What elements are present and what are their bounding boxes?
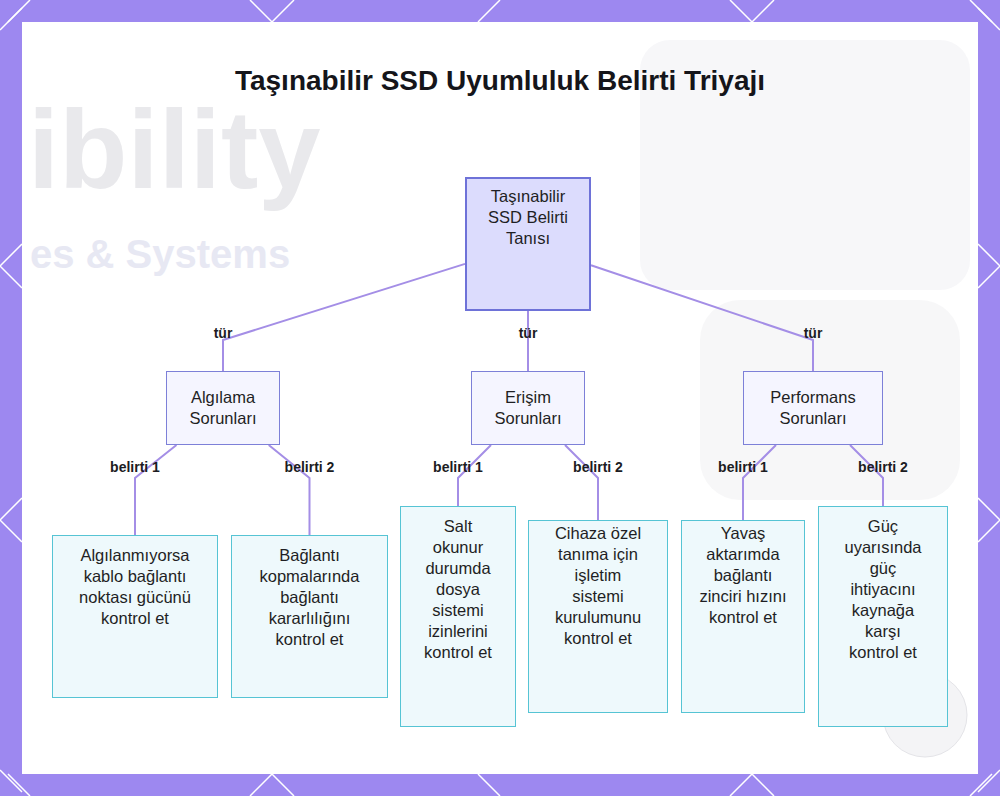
check-box: Salt okunur durumda dosya sistemi izinle… [400,506,516,727]
node-text: Salt okunur durumda dosya sistemi izinle… [419,516,497,663]
connector-line [850,445,883,506]
node-text: Cihaza özel tanıma için işletim sistemi … [547,523,649,649]
edge-label: belirti 2 [285,459,335,475]
connector-line [565,445,598,520]
check-box: Yavaş aktarımda bağlantı zinciri hızını … [681,520,805,713]
connector-line [135,445,176,535]
connector-line [269,445,310,535]
edge-label: belirti 1 [718,459,768,475]
edge-label: tür [214,325,233,341]
connector-line [458,445,491,506]
connector-line [527,311,529,371]
category-box: Performans Sorunları [743,371,883,445]
category-box: Erişim Sorunları [471,371,585,445]
edge-label: tür [804,325,823,341]
node-text: Güç uyarısında güç ihtiyacını kaynağa ka… [841,516,925,663]
diagram-title: Taşınabilir SSD Uyumluluk Belirti Triyaj… [230,62,770,100]
node-text: Yavaş aktarımda bağlantı zinciri hızını … [696,523,790,628]
category-box: Algılama Sorunları [166,371,280,445]
check-box: Bağlantı kopmalarında bağlantı kararlılı… [231,535,388,698]
watermark-text: es & Systems [30,232,290,277]
watermark-text: ibility [28,85,320,214]
node-text: Algılanmıyorsa kablo bağlantı noktası gü… [79,545,191,629]
connector-line [591,265,813,371]
node-text: Taşınabilir SSD Belirti Tanısı [479,186,577,249]
edge-label: belirti 2 [858,459,908,475]
node-text: Algılama Sorunları [175,387,271,429]
edge-label: belirti 1 [433,459,483,475]
check-box: Algılanmıyorsa kablo bağlantı noktası gü… [52,535,218,698]
background-blur [700,300,960,500]
check-box: Güç uyarısında güç ihtiyacını kaynağa ka… [818,506,948,727]
page-background [22,22,978,774]
connector-line [743,445,776,520]
edge-label: belirti 1 [110,459,160,475]
edge-label: tür [519,325,538,341]
root-box: Taşınabilir SSD Belirti Tanısı [465,177,591,311]
node-text: Bağlantı kopmalarında bağlantı kararlılı… [246,545,373,650]
node-text: Erişim Sorunları [480,387,576,429]
connector-line [223,264,465,371]
edge-label: belirti 2 [573,459,623,475]
check-box: Cihaza özel tanıma için işletim sistemi … [528,520,668,713]
node-text: Performans Sorunları [752,387,874,429]
